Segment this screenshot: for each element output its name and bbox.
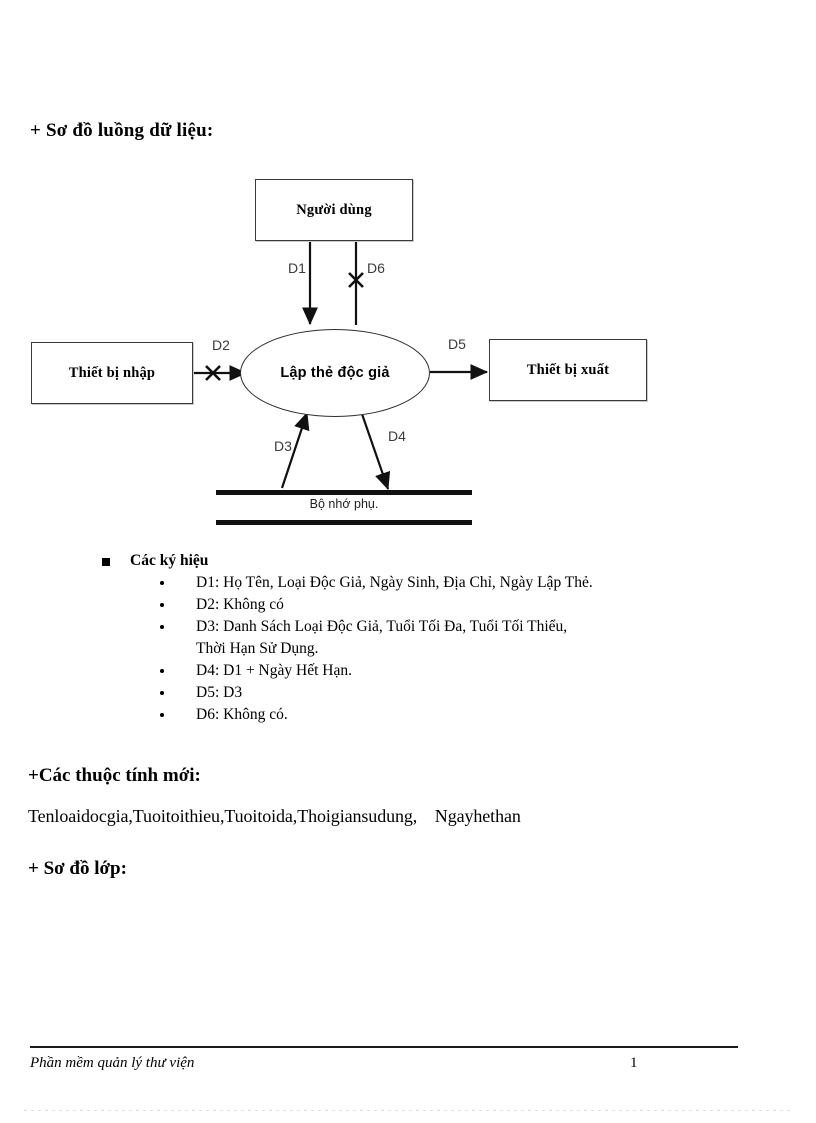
page-number: 1 (630, 1055, 638, 1071)
list-item: D3: Danh Sách Loại Độc Giả, Tuổi Tối Đa,… (160, 616, 816, 660)
new-attributes-list: Tenloaidocgia,Tuoitoithieu,Tuoitoida,Tho… (28, 806, 521, 826)
flow-label-d5: D5 (448, 336, 466, 352)
node-output-device-label: Thiết bị xuất (526, 361, 610, 378)
dot-bullet-icon (160, 691, 164, 695)
scan-artifact-line (24, 1110, 792, 1111)
dot-bullet-icon (160, 669, 164, 673)
legend-section: Các ký hiệu D1: Họ Tên, Loại Độc Giả, Ng… (0, 552, 816, 726)
flow-label-d3: D3 (274, 438, 292, 454)
legend-item-text-continued: Thời Hạn Sử Dụng. (196, 640, 319, 657)
legend-list: D1: Họ Tên, Loại Độc Giả, Ngày Sinh, Địa… (0, 572, 816, 726)
data-store-line-bottom (216, 520, 472, 525)
node-user: Người dùng (255, 179, 413, 241)
node-input-device-label: Thiết bị nhập (68, 364, 156, 381)
flow-label-d6: D6 (367, 260, 385, 276)
legend-item-text: D4: D1 + Ngày Hết Hạn. (196, 662, 352, 679)
footer-divider (30, 1046, 738, 1048)
legend-title: Các ký hiệu (102, 552, 816, 570)
node-process-label: Lập thẻ độc giả (280, 365, 390, 381)
node-process: Lập thẻ độc giả (240, 329, 430, 417)
flow-label-d2: D2 (212, 337, 230, 353)
legend-item-text: D3: Danh Sách Loại Độc Giả, Tuổi Tối Đa,… (196, 618, 568, 635)
list-item: D6: Không có. (160, 704, 816, 726)
section-title-class-diagram: + Sơ đồ lớp: (28, 858, 127, 879)
legend-item-text: D5: D3 (196, 684, 243, 701)
flow-label-d1: D1 (288, 260, 306, 276)
dot-bullet-icon (160, 603, 164, 607)
node-user-label: Người dùng (296, 201, 372, 218)
dot-bullet-icon (160, 581, 164, 585)
dot-bullet-icon (160, 713, 164, 717)
node-output-device: Thiết bị xuất (489, 339, 647, 401)
page-title-dfd: + Sơ đồ luồng dữ liệu: (30, 120, 214, 141)
legend-item-text: D2: Không có (196, 596, 284, 613)
list-item: D1: Họ Tên, Loại Độc Giả, Ngày Sinh, Địa… (160, 572, 816, 594)
data-store-label: Bộ nhớ phụ. (309, 497, 379, 511)
list-item: D5: D3 (160, 682, 816, 704)
list-item: D2: Không có (160, 594, 816, 616)
legend-item-text: D6: Không có. (196, 706, 288, 723)
footer-title: Phần mềm quản lý thư viện (30, 1055, 195, 1071)
list-item: D4: D1 + Ngày Hết Hạn. (160, 660, 816, 682)
node-input-device: Thiết bị nhập (31, 342, 193, 404)
section-title-new-attributes: +Các thuộc tính mới: (28, 765, 201, 786)
flow-label-d4: D4 (388, 428, 406, 444)
square-bullet-icon (102, 558, 110, 566)
data-store-line-top (216, 490, 472, 495)
legend-title-label: Các ký hiệu (130, 552, 209, 569)
dot-bullet-icon (160, 625, 164, 629)
data-flow-diagram: Người dùng Thiết bị nhập Thiết bị xuất L… (0, 165, 816, 540)
legend-item-text: D1: Họ Tên, Loại Độc Giả, Ngày Sinh, Địa… (196, 574, 593, 591)
